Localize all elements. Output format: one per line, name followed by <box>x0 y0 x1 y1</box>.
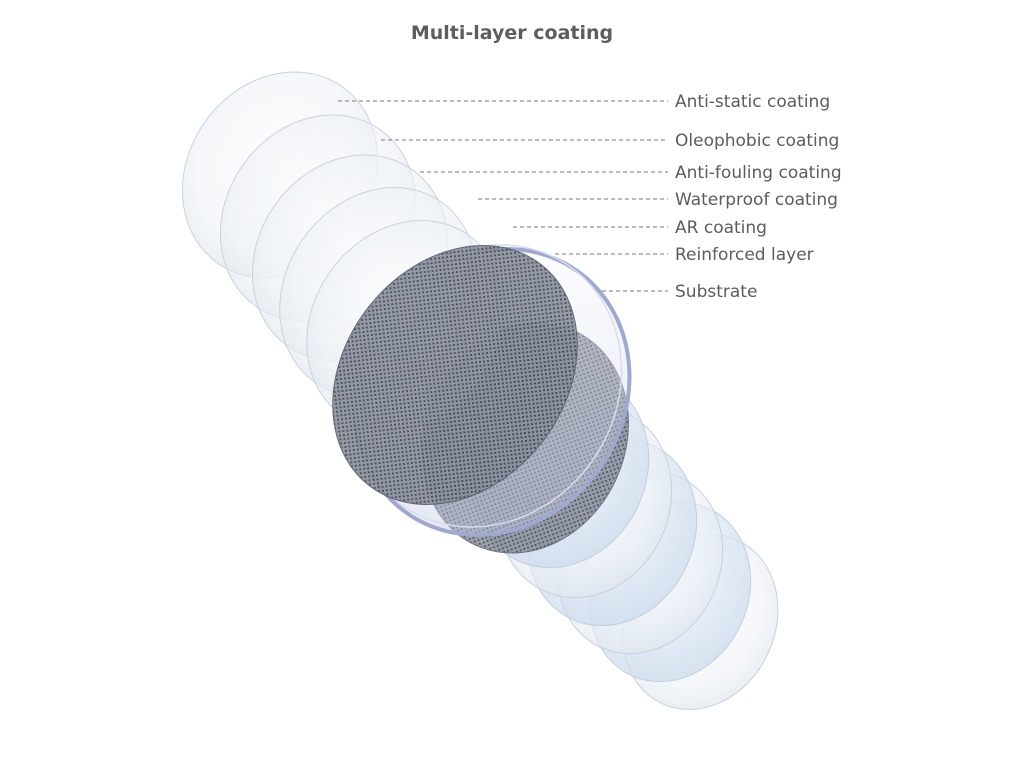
label-reinforced: Reinforced layer <box>675 245 814 265</box>
reinforced-mesh-disc <box>332 245 578 505</box>
label-anti-static: Anti-static coating <box>675 92 830 112</box>
diagram-title: Multi-layer coating <box>410 22 614 44</box>
label-substrate: Substrate <box>675 282 757 302</box>
label-anti-fouling: Anti-fouling coating <box>675 163 842 183</box>
label-ar-coating: AR coating <box>675 218 767 238</box>
label-waterproof: Waterproof coating <box>675 190 838 210</box>
upper-disc-stack <box>181 71 578 505</box>
layer-labels: Anti-static coating Oleophobic coating A… <box>675 92 842 302</box>
leader-lines <box>338 100 668 292</box>
label-oleophobic: Oleophobic coating <box>675 131 839 151</box>
